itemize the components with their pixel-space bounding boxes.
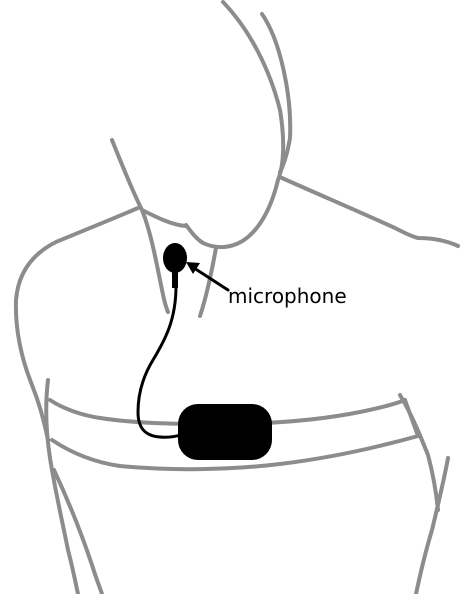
right-arm-outline: [400, 395, 438, 510]
neck-left-outline: [112, 140, 168, 312]
right-shoulder-outline: [282, 178, 458, 246]
left-lower-arm-outline: [54, 470, 102, 594]
transmitter-device: [178, 404, 272, 460]
left-shoulder-outline: [16, 208, 138, 440]
microphone-cable: [138, 286, 184, 437]
microphone-label: microphone: [228, 284, 347, 308]
chest-strap-right-end: [405, 400, 418, 436]
head-outline: [186, 2, 283, 247]
microphone-clip: [172, 268, 178, 288]
